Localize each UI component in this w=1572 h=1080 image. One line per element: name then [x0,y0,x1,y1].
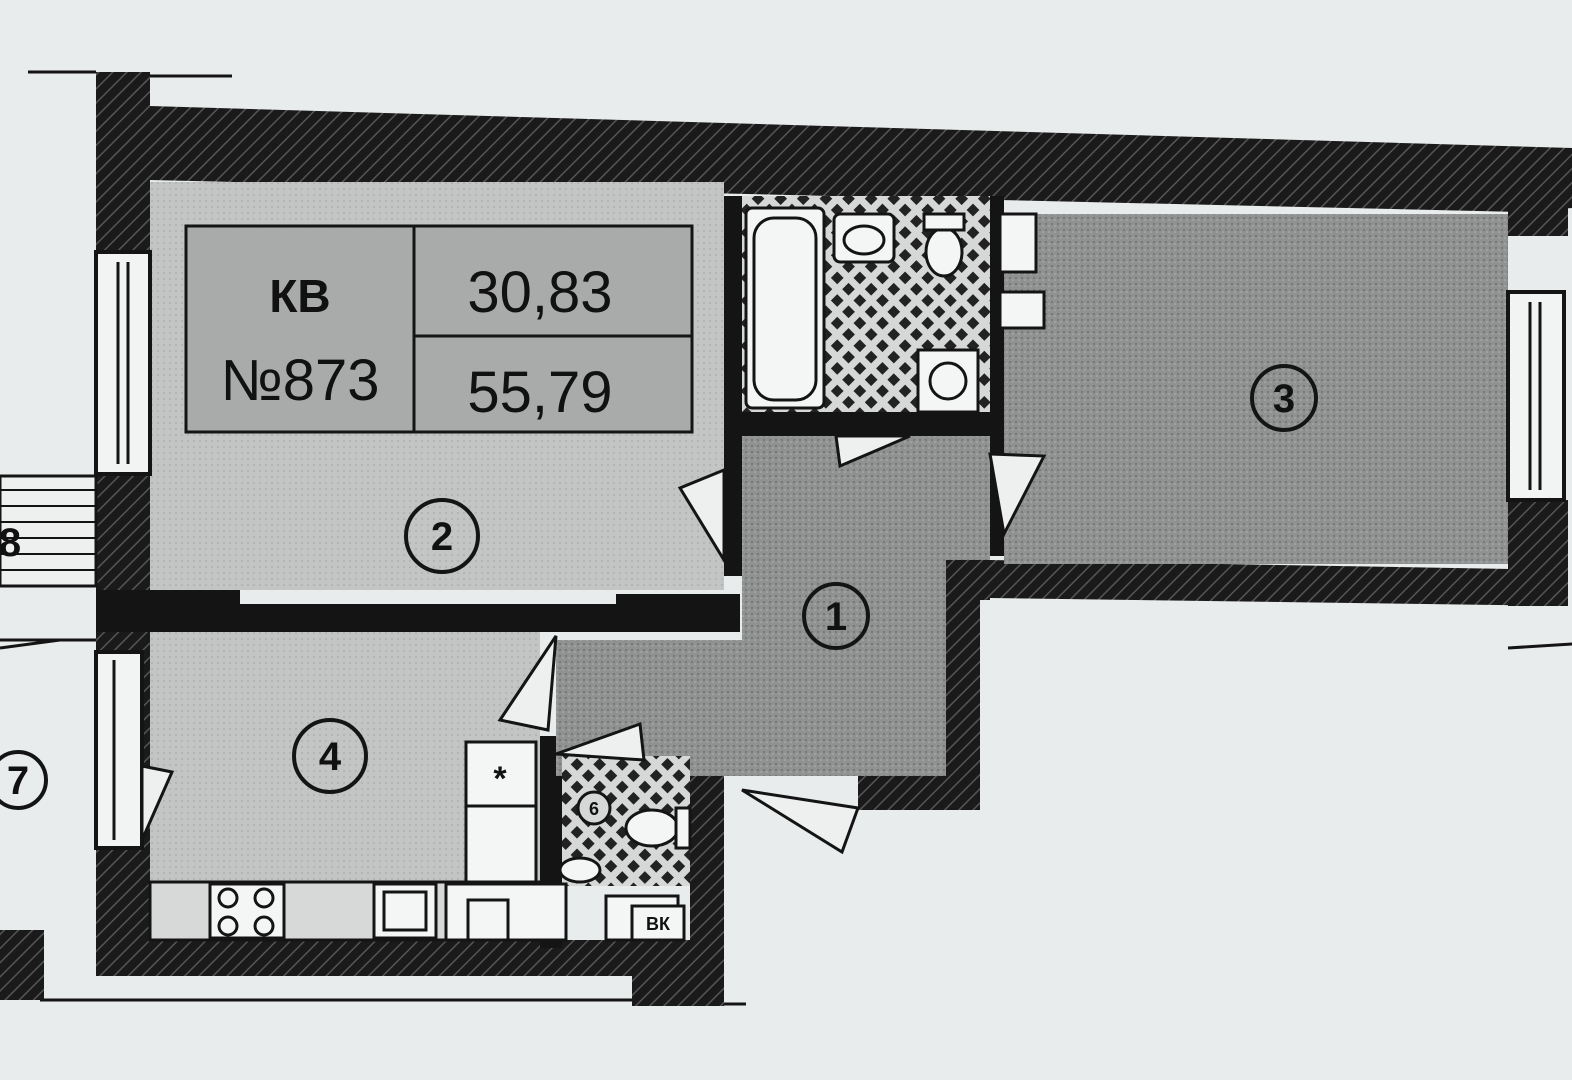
svg-text:7: 7 [7,759,29,803]
apartment-info-table: КВ №873 30,83 55,79 [184,224,694,434]
apartment-number: №873 [221,348,380,413]
bathtub [744,206,826,410]
svg-text:6: 6 [589,799,599,819]
room-marker-3: 3 [1250,364,1318,432]
svg-text:3: 3 [1273,377,1295,421]
svg-text:4: 4 [319,735,342,779]
room-marker-8: 8 [0,474,98,588]
toilet-wc [624,808,680,848]
windows [94,250,1566,850]
room-marker-6: 6 [576,790,612,826]
doors [140,434,1047,855]
room-3-floor [1004,214,1508,564]
svg-text:2: 2 [431,515,453,559]
room-marker-4: 4 [292,718,368,794]
neighbour-lines [0,70,1572,1006]
svg-text:8: 8 [0,521,21,565]
fixture-labels: ВК * [493,760,686,942]
living-area: 30,83 [467,260,612,325]
washing-machine [916,348,980,414]
room-markers: 1 2 3 4 6 7 8 [0,364,1318,826]
wc-sink [558,856,602,884]
toilet-bath [924,226,964,278]
walls [96,72,1572,1006]
kitchen-fixtures [208,740,680,942]
room-marker-1: 1 [802,582,870,650]
room-marker-2: 2 [404,498,480,574]
total-area: 55,79 [467,360,612,425]
room-marker-7: 7 [0,750,48,810]
hood-symbol: * [493,760,507,798]
bathroom-fixtures [558,206,1046,884]
water-heater-label: ВК [646,914,671,934]
apartment-prefix: КВ [269,270,330,322]
svg-text:1: 1 [825,595,847,639]
